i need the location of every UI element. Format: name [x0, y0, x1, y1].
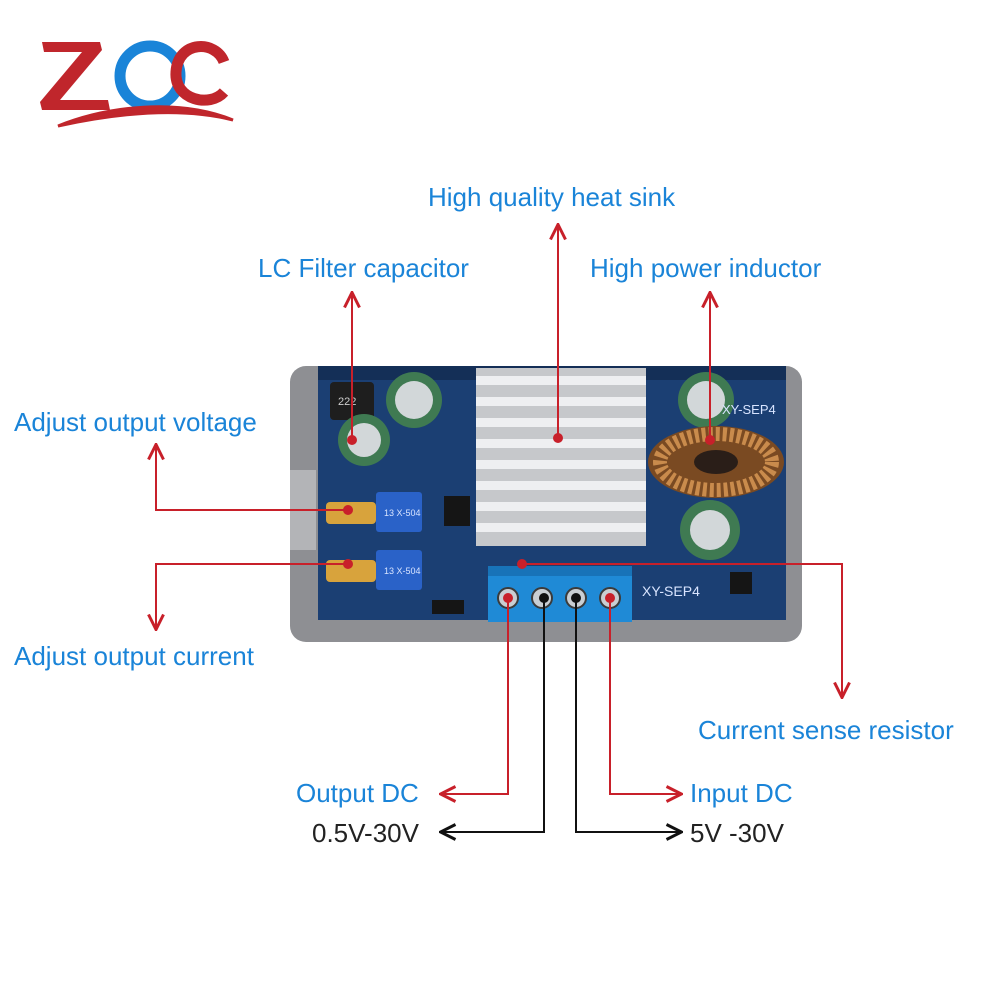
- logo-z-letter: [40, 42, 110, 110]
- heat-sink-fin: [476, 502, 646, 511]
- label-input-range: 5V -30V: [690, 818, 784, 848]
- filter-capacitor-1: [386, 372, 442, 428]
- label-input-dc: Input DC: [690, 778, 793, 808]
- output-capacitor-1: [678, 372, 734, 428]
- output-capacitor-2: [680, 500, 740, 560]
- power-inductor: [648, 426, 784, 498]
- voltage-adjust-dot: [343, 505, 353, 515]
- current-sense-dot: [517, 559, 527, 569]
- ic-chip: [444, 496, 470, 526]
- inductor-dot: [705, 435, 715, 445]
- input-range-arrow: [575, 598, 680, 832]
- voltage-adjust-arrow: [156, 446, 348, 511]
- current-adjust-arrow: [156, 563, 348, 628]
- logo-swoosh: [57, 105, 234, 128]
- heat-sink: [476, 368, 646, 546]
- capacitor-dot: [347, 435, 357, 445]
- label-power-inductor: High power inductor: [590, 253, 822, 283]
- label-current-sense: Current sense resistor: [698, 715, 954, 745]
- output-dc-arrow: [442, 598, 509, 794]
- heat-sink-fin: [476, 397, 646, 406]
- input-range-dot: [571, 593, 581, 603]
- pot-marking-1: 13 X-504: [384, 508, 421, 518]
- heat-sink-fin: [476, 439, 646, 448]
- label-adjust-voltage: Adjust output voltage: [14, 407, 257, 437]
- zqc-logo: [40, 40, 234, 128]
- smd-component: [432, 600, 464, 614]
- output-range-dot: [539, 593, 549, 603]
- output-dc-dot: [503, 593, 513, 603]
- current-adjust-dot: [343, 559, 353, 569]
- label-output-dc: Output DC: [296, 778, 419, 808]
- heat-sink-dot: [553, 433, 563, 443]
- label-heat-sink: High quality heat sink: [428, 182, 676, 212]
- input-dc-arrow: [609, 598, 680, 794]
- transistor: [730, 572, 752, 594]
- current-potentiometer: 13 X-504: [326, 550, 422, 590]
- current-sense-arrow: [522, 563, 842, 696]
- label-adjust-current: Adjust output current: [14, 641, 254, 671]
- input-dc-dot: [605, 593, 615, 603]
- model-label: XY-SEP4: [642, 583, 700, 599]
- logo-c-letter: [170, 41, 230, 106]
- output-range-arrow: [442, 598, 545, 832]
- heat-sink-fin: [476, 523, 646, 532]
- heat-sink-fin: [476, 481, 646, 490]
- pot-marking-2: 13 X-504: [384, 566, 421, 576]
- label-filter-capacitor: LC Filter capacitor: [258, 253, 469, 283]
- heat-sink-fin: [476, 418, 646, 427]
- model-label-top: XY-SEP4: [722, 402, 776, 417]
- label-output-range: 0.5V-30V: [312, 818, 419, 848]
- heat-sink-fin: [476, 460, 646, 469]
- heat-sink-fin: [476, 376, 646, 385]
